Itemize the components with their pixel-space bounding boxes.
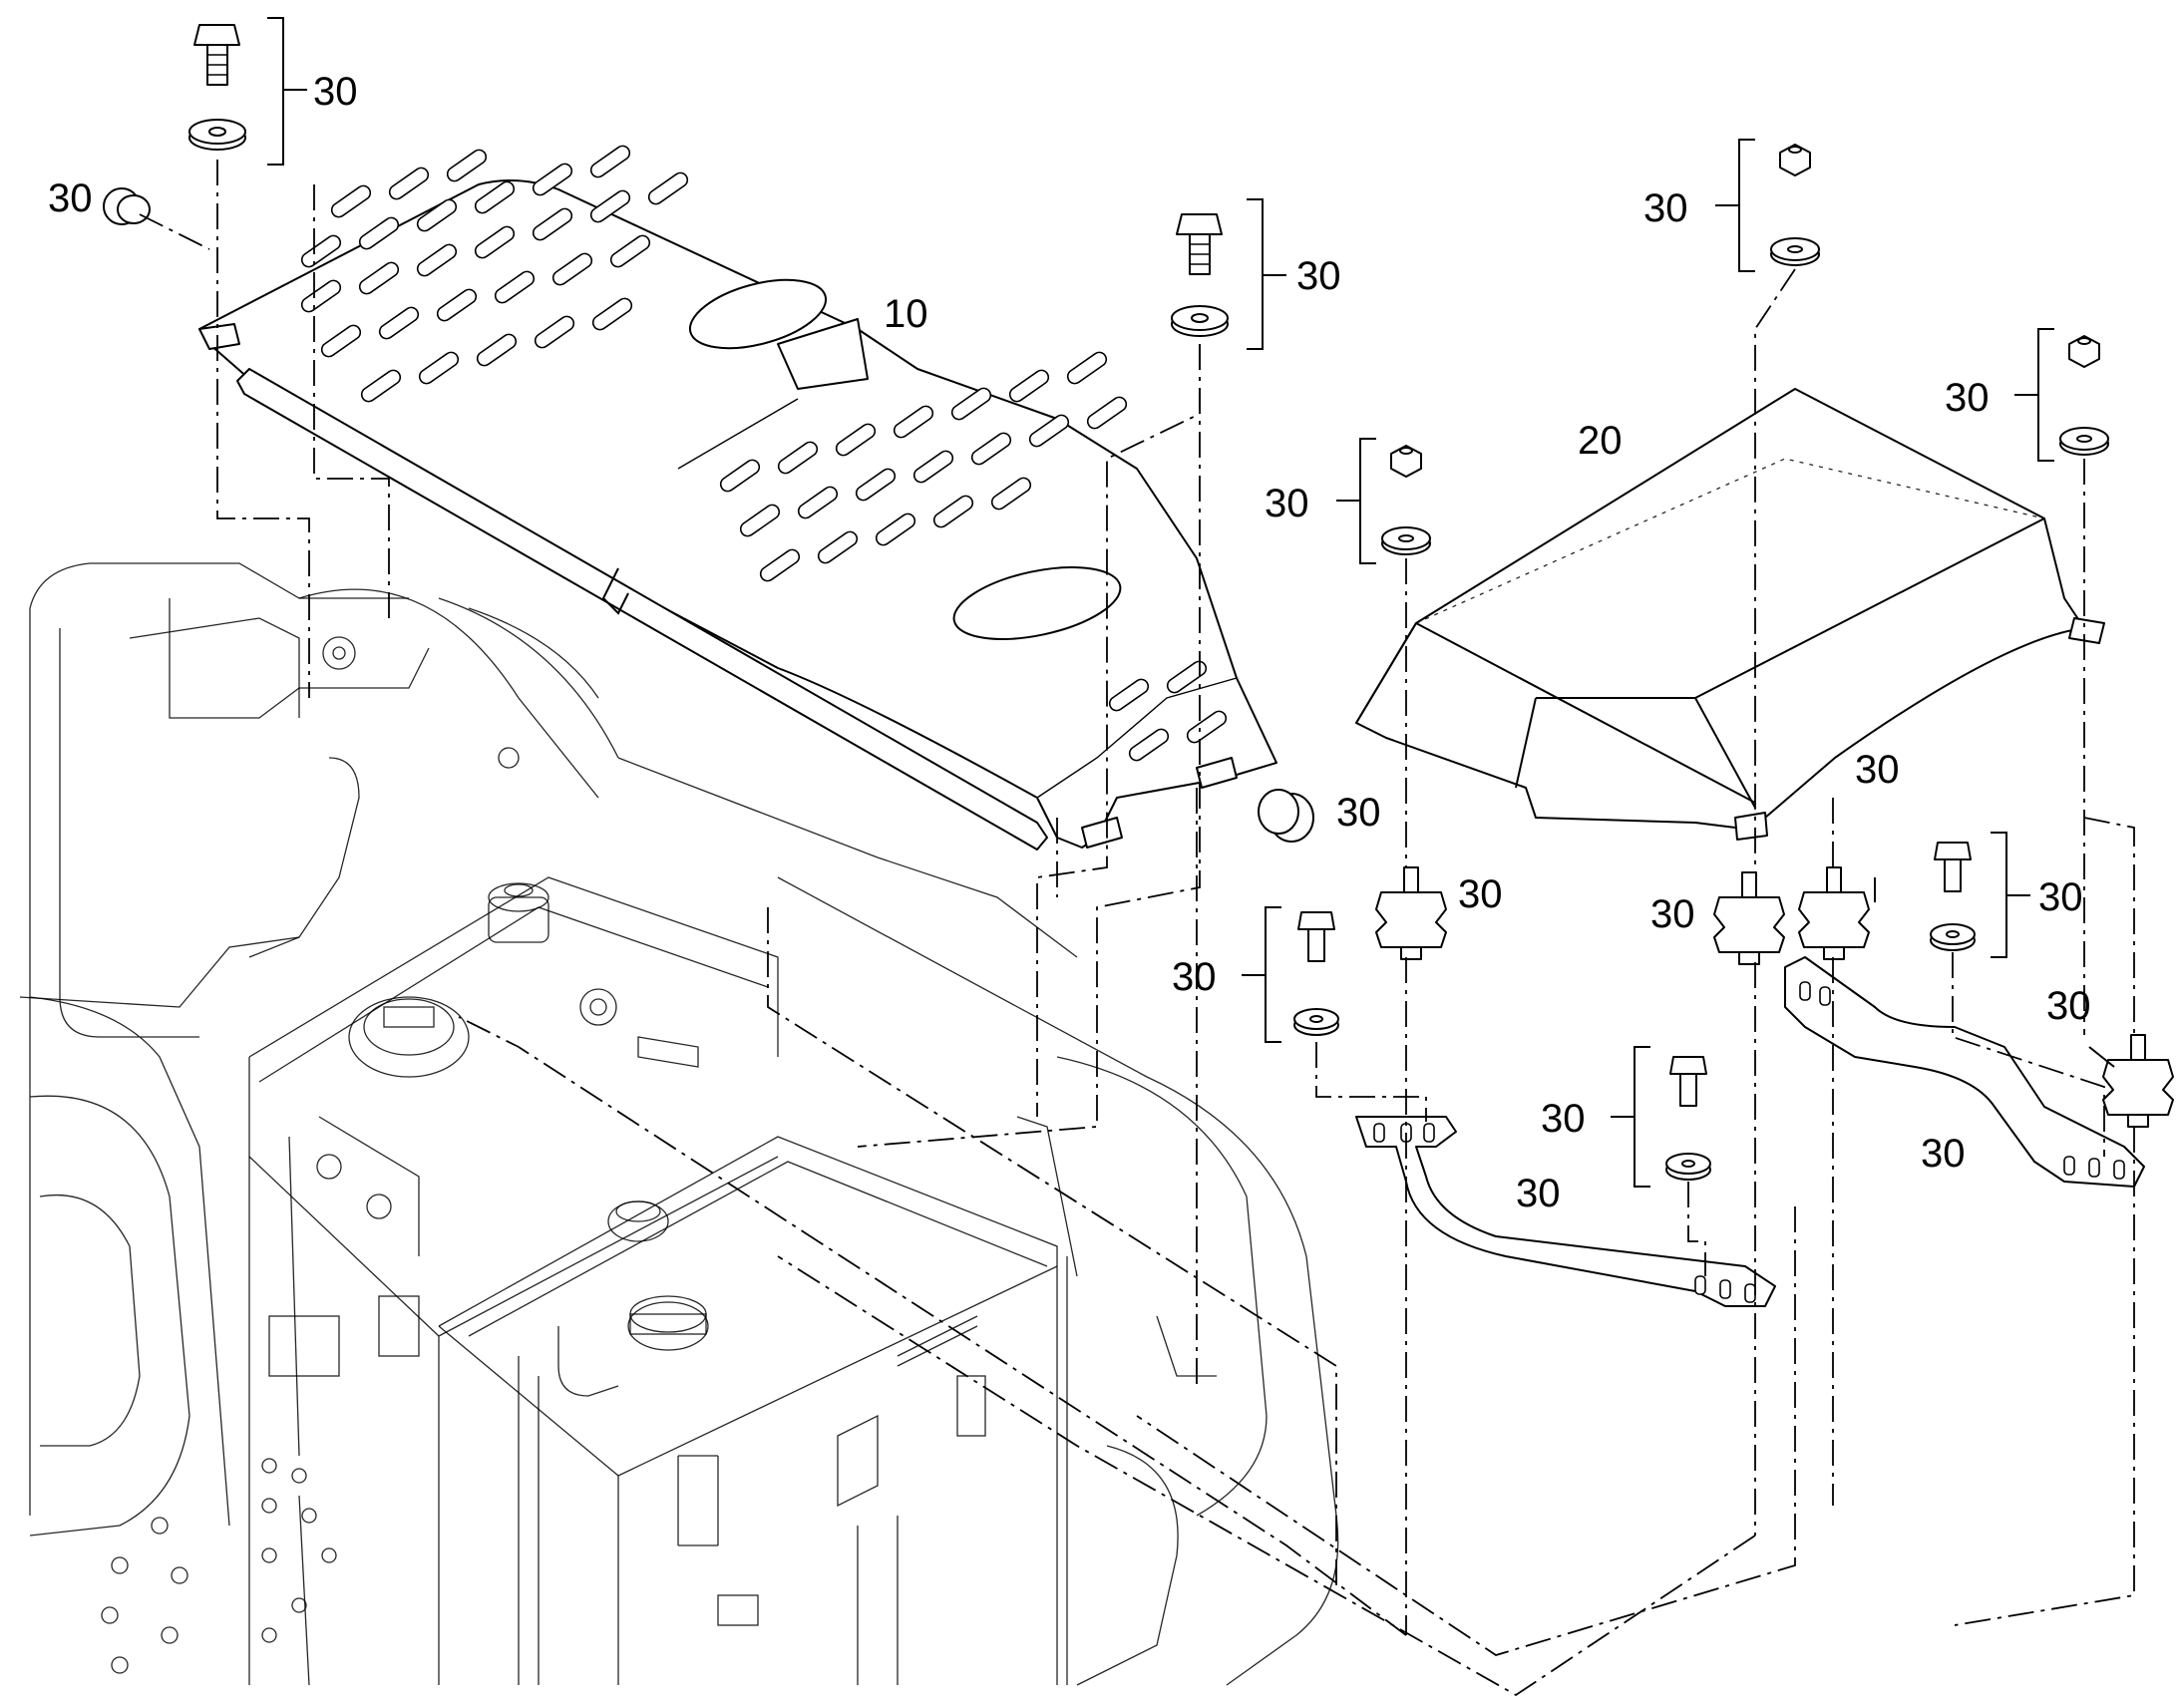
nut-washer-20-middle [1770,144,1820,266]
hydraulic-tank [101,876,779,1686]
vent-slot [378,306,420,340]
callout-item-30-bracket-right: 30 [1921,1132,1966,1176]
callout-item-30-mount-1: 30 [1458,872,1503,916]
vent-slot [416,198,458,232]
callout-labels: 10 20 30 30 30 30 30 30 30 30 30 30 30 3… [48,70,2091,1215]
vent-slot [719,459,761,493]
vent-slot [476,333,518,367]
vent-slot [532,163,573,196]
vent-slot [532,207,573,241]
vent-slot [817,530,859,564]
callout-item-30-bolt-a: 30 [1172,955,1217,999]
vent-slot [534,315,575,349]
nut-washer-20-right [2059,335,2109,456]
vent-slot [875,512,916,546]
mounting-bracket-right [1784,956,2145,1188]
callout-brackets [267,17,2115,1188]
callout-item-30-mount-4: 30 [2046,984,2091,1028]
vent-slot [1066,351,1108,385]
vent-slot [330,184,372,218]
callout-item-30-mount-3: 30 [1855,748,1900,792]
vent-slot [759,548,801,582]
vent-slot [609,234,651,268]
vent-slot [990,477,1032,511]
vent-slot [932,495,974,528]
vent-slot [1108,678,1150,712]
callout-item-30-bolt-top-left: 30 [313,70,358,114]
callout-item-30-nut-middle: 30 [1643,186,1688,230]
vent-slot [436,288,478,322]
vent-slot [300,279,342,313]
callout-item-30-bracket-left: 30 [1516,1172,1561,1215]
bolt-top-left [188,24,246,151]
vent-slot [320,324,362,358]
vent-slot [835,423,877,457]
callout-item-10: 10 [884,292,928,336]
vent-slot [446,149,488,182]
vent-slot [388,167,430,200]
vent-slot [1028,414,1070,448]
callout-item-30-nut-right: 30 [1945,376,1990,420]
vent-slot [893,405,934,439]
callout-item-30-bolt-b: 30 [1541,1097,1586,1141]
bolt-washer-c [1930,842,1976,951]
vent-slot [494,270,536,304]
vent-slot [1008,369,1050,403]
callout-item-30-grommet-right: 30 [1336,791,1381,835]
callout-item-30-mount-2: 30 [1650,892,1695,936]
fuel-tank [438,1136,1068,1685]
cover-item-10 [198,145,1277,851]
vent-slot [912,450,954,484]
vent-slot [970,432,1012,466]
callout-item-30-grommet-left: 30 [48,176,93,220]
vent-slot [474,180,516,214]
rubber-mount-1 [1375,866,1447,960]
bolt-top-middle [1171,213,1229,337]
vent-slot [739,504,781,537]
bolt-washer-b [1665,1056,1711,1181]
vent-slot [777,441,819,475]
mounting-bracket-left [1355,1116,1776,1307]
vent-slot [797,486,839,519]
vent-slot [474,225,516,259]
vent-slot [647,171,689,205]
vent-slot [589,145,631,178]
callout-item-30-bolt-top-middle: 30 [1296,254,1341,298]
vent-slot [358,261,400,295]
vent-slot [950,387,992,421]
callout-item-30-bolt-c: 30 [2038,875,2083,919]
plug-grommet-right [1258,789,1314,843]
plug-grommet-left [103,187,151,225]
vent-slot [358,216,400,250]
cover-item-20 [1355,388,2105,841]
vent-slot [1086,396,1128,430]
vent-slot [1186,710,1228,744]
vent-slot [855,468,897,502]
callout-item-20: 20 [1578,419,1623,463]
assembly-leader-lines [139,160,2135,1697]
machine-frame [19,562,1339,1686]
vent-slot [300,234,342,268]
rubber-mount-3 [1798,866,1870,960]
rubber-mount-2 [1713,871,1785,965]
vent-slot [360,369,402,403]
rubber-mount-4 [2102,1034,2174,1128]
vent-slot [591,297,633,331]
nut-washer-20-left [1381,445,1431,555]
vent-slot [1128,728,1170,762]
vent-slot [551,252,593,286]
vent-slot [1166,660,1208,694]
callout-item-30-nut-left: 30 [1265,482,1309,525]
bolt-washer-a [1293,911,1339,1036]
vent-slot [589,189,631,223]
vent-slot [418,351,460,385]
vent-slot [416,243,458,277]
